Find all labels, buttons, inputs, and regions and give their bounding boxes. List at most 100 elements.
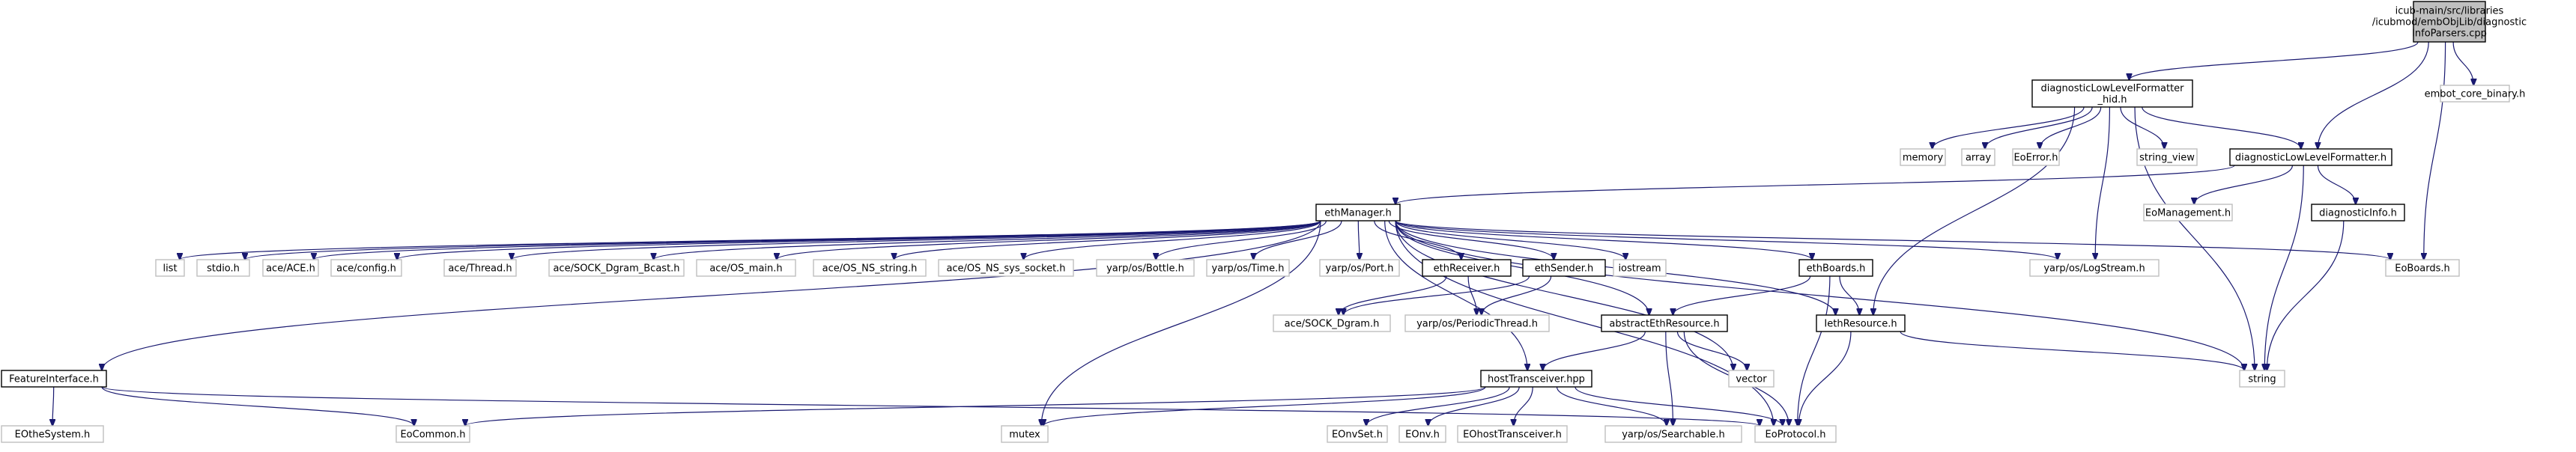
edge-ethmanager-to-aceosstring <box>894 220 1321 260</box>
node-stringview: string_view <box>2136 148 2198 166</box>
edge-diaginfo-to-string <box>2267 220 2345 370</box>
node-stdio: stdio.h <box>196 259 250 277</box>
edges-layer <box>52 41 2473 426</box>
node-label: ace/Thread.h <box>448 263 512 275</box>
node-eoboards: EoBoards.h <box>2385 259 2460 277</box>
node-label: ethBoards.h <box>1807 263 1866 275</box>
node-memory: memory <box>1900 148 1946 166</box>
node-label: EoError.h <box>2013 153 2058 164</box>
edge-ethmanager-to-yport <box>1358 220 1360 260</box>
edge-feature-to-eoprotocol <box>101 386 1760 426</box>
nodes-layer: icub-main/src/libraries/icubmod/embObjLi… <box>1 1 2527 443</box>
node-label: EOnvSet.h <box>1332 430 1383 441</box>
edge-ethmanager-to-stdio <box>245 220 1321 260</box>
node-eomgmt: EoManagement.h <box>2143 204 2233 222</box>
node-ytime: yarp/os/Time.h <box>1206 259 1290 277</box>
node-eohosttrans: EOhostTransceiver.h <box>1457 425 1568 443</box>
node-label: yarp/os/Bottle.h <box>1106 263 1184 275</box>
node-acesockbcast: ace/SOCK_Dgram_Bcast.h <box>548 259 685 277</box>
node-label: diagnosticLowLevelFormatter <box>2040 83 2184 94</box>
node-array: array <box>1961 148 1995 166</box>
node-label: EOtheSystem.h <box>15 430 91 441</box>
node-label: yarp/os/Searchable.h <box>1622 430 1725 441</box>
node-hosttrans[interactable]: hostTransceiver.hpp <box>1480 370 1592 388</box>
edge-ethmanager-to-feature <box>102 220 1321 370</box>
node-label: ace/config.h <box>336 263 396 275</box>
edge-hosttrans-to-eonvset <box>1366 386 1510 426</box>
edge-ethmanager-to-vector <box>1395 220 1733 370</box>
node-ysearchable: yarp/os/Searchable.h <box>1604 425 1742 443</box>
node-label: ace/ACE.h <box>266 263 315 275</box>
node-ethmanager[interactable]: ethManager.h <box>1315 204 1401 222</box>
node-label: vector <box>1736 374 1767 385</box>
edge-ethboards-to-eoprotocol <box>1798 275 1831 426</box>
edge-ieth-to-eoprotocol <box>1798 331 1852 426</box>
edge-feature-to-eothesys <box>52 386 54 426</box>
edge-ethmanager-to-aceosmain <box>777 220 1321 260</box>
node-label: string <box>2248 374 2276 385</box>
node-label: EoManagement.h <box>2145 208 2231 219</box>
node-eoprotocol: EoProtocol.h <box>1754 425 1837 443</box>
node-label: memory <box>1903 153 1944 164</box>
edge-ethboards-to-abseth <box>1673 275 1811 315</box>
edge-abseth-to-vector <box>1676 331 1747 370</box>
node-acesockdgram: ace/SOCK_Dgram.h <box>1273 314 1391 332</box>
node-aceconfig: ace/config.h <box>330 259 402 277</box>
node-label: iostream <box>1618 263 1661 275</box>
node-abseth[interactable]: abstractEthResource.h <box>1601 314 1728 332</box>
edge-ethmanager-to-string <box>1395 220 2244 370</box>
node-label: ethSender.h <box>1535 263 1594 275</box>
node-feature[interactable]: FeatureInterface.h <box>1 370 107 388</box>
node-ieth[interactable]: IethResource.h <box>1816 314 1906 332</box>
edge-feature-to-eocommon <box>101 386 414 426</box>
node-eonv: EOnv.h <box>1398 425 1446 443</box>
node-label: array <box>1966 153 1991 164</box>
node-label: diagnosticInfo.h <box>2319 208 2397 219</box>
node-label: embot_core_binary.h <box>2425 89 2526 100</box>
edge-root-to-dllf <box>2318 41 2429 149</box>
edge-dllfh-to-memory <box>1933 106 2085 149</box>
node-label: EoCommon.h <box>400 430 465 441</box>
node-diaginfo[interactable]: diagnosticInfo.h <box>2311 204 2405 222</box>
node-label: yarp/os/Port.h <box>1326 263 1394 275</box>
node-dllf[interactable]: diagnosticLowLevelFormatter.h <box>2229 148 2392 166</box>
edge-dllfh-to-stringview <box>2120 106 2164 149</box>
node-mutex: mutex <box>1001 425 1049 443</box>
node-label: /icubmod/embObjLib/diagnostic <box>2372 17 2527 28</box>
edge-ethmanager-to-ylogstream <box>1395 220 2058 260</box>
node-root[interactable]: icub-main/src/libraries/icubmod/embObjLi… <box>2372 1 2527 43</box>
edge-ethmanager-to-acesockbcast <box>654 220 1321 260</box>
edge-dllf-to-diaginfo <box>2317 165 2355 204</box>
node-dllfh[interactable]: diagnosticLowLevelFormatter_hid.h <box>2031 79 2193 108</box>
node-aceace: ace/ACE.h <box>262 259 319 277</box>
node-iostream: iostream <box>1613 259 1667 277</box>
node-label: ace/SOCK_Dgram_Bcast.h <box>553 263 679 275</box>
edge-dllfh-to-array <box>1985 106 2093 149</box>
node-ecb: embot_core_binary.h <box>2425 85 2526 103</box>
edge-root-to-eoboards <box>2424 41 2446 260</box>
edge-hosttrans-to-eocommon <box>465 386 1486 426</box>
node-label: yarp/os/LogStream.h <box>2043 263 2145 275</box>
node-eothesys: EOtheSystem.h <box>1 425 104 443</box>
node-yperiodic: yarp/os/PeriodicThread.h <box>1404 314 1550 332</box>
node-label: stdio.h <box>207 263 240 275</box>
edge-root-to-dllfh <box>2130 41 2419 80</box>
node-ethboards[interactable]: ethBoards.h <box>1798 259 1873 277</box>
node-label: _hid.h <box>2097 94 2127 106</box>
node-label: FeatureInterface.h <box>9 374 99 385</box>
node-ethreceiver[interactable]: ethReceiver.h <box>1422 259 1512 277</box>
edge-ethmanager-to-aceconfig <box>397 220 1321 260</box>
edge-hosttrans-to-eonv <box>1428 386 1520 426</box>
node-acethread: ace/Thread.h <box>443 259 517 277</box>
node-ethsender[interactable]: ethSender.h <box>1522 259 1606 277</box>
edge-abseth-to-ysearchable <box>1665 331 1673 426</box>
node-eocommon: EoCommon.h <box>396 425 470 443</box>
edge-ethsender-to-yperiodic <box>1482 275 1552 315</box>
node-label: EOhostTransceiver.h <box>1463 430 1562 441</box>
edge-dllf-to-eomgmt <box>2194 165 2293 204</box>
node-label: ethReceiver.h <box>1434 263 1500 275</box>
node-aceosstring: ace/OS_NS_string.h <box>813 259 927 277</box>
edge-ethmanager-to-ybottle <box>1156 220 1327 260</box>
node-string: string <box>2239 370 2285 388</box>
